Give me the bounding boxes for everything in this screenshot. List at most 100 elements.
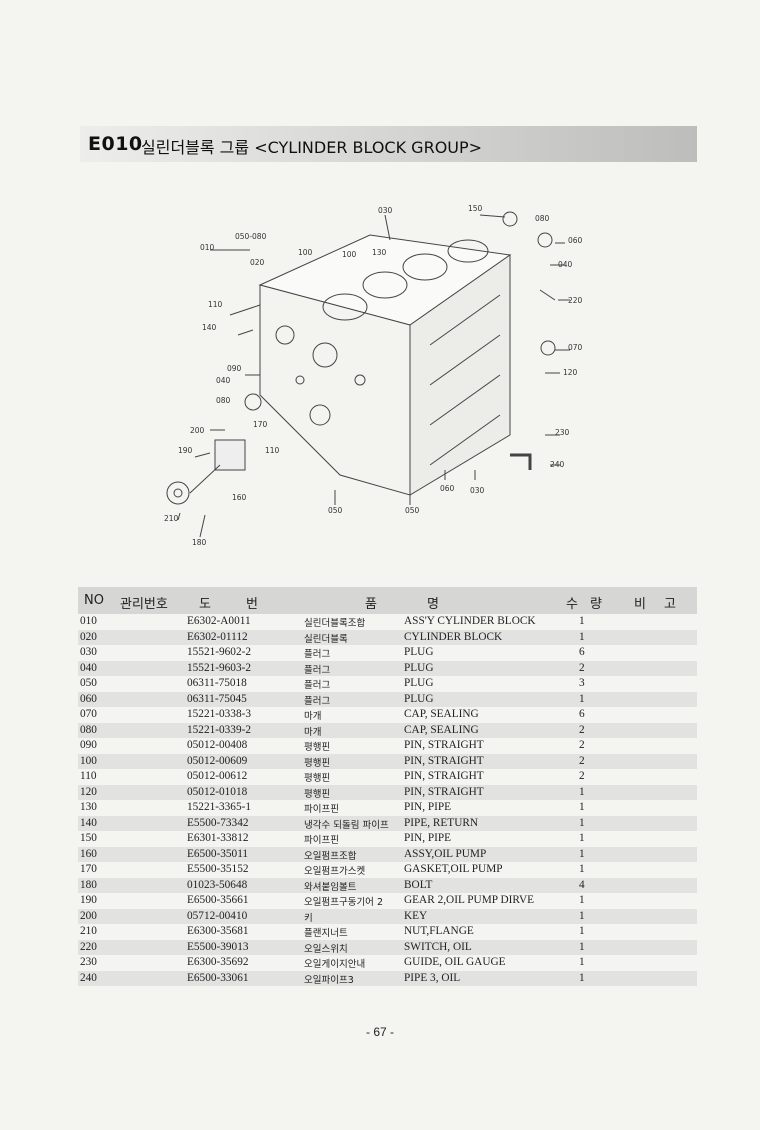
- cell-korean-name: 플랜지너트: [304, 928, 348, 939]
- callout-label: 150: [468, 204, 483, 213]
- callout-label: 080: [216, 396, 231, 405]
- cell-no: 030: [80, 646, 97, 658]
- callout-label: 040: [558, 260, 573, 269]
- cell-part-number: E5500-35152: [187, 863, 249, 875]
- cell-korean-name: 오일파이프3: [304, 974, 354, 986]
- cell-english-name: GUIDE, OIL GAUGE: [404, 956, 506, 968]
- col-qty-2: 량: [590, 597, 602, 612]
- cell-quantity: 2: [579, 661, 585, 674]
- cell-part-number: 05712-00410: [187, 909, 248, 922]
- cell-part-number: E6500-35011: [187, 847, 249, 860]
- cell-part-number: 06311-75018: [187, 677, 247, 689]
- cell-no: 070: [80, 708, 97, 720]
- col-draw-1: 도: [199, 597, 211, 612]
- callout-label: 160: [232, 493, 247, 502]
- cell-korean-name: 실린더블록: [304, 633, 348, 645]
- cell-quantity: 2: [579, 723, 585, 736]
- cell-english-name: PIN, PIPE: [404, 801, 452, 813]
- cell-part-number: 05012-00609: [187, 754, 248, 767]
- cell-no: 160: [80, 847, 97, 860]
- cell-no: 010: [80, 615, 97, 627]
- cell-no: 150: [80, 832, 97, 844]
- cell-no: 050: [80, 677, 97, 689]
- cell-english-name: CAP, SEALING: [404, 723, 479, 736]
- cell-no: 170: [80, 863, 97, 875]
- callout-label: 110: [208, 300, 223, 309]
- cell-part-number: 15221-0339-2: [187, 723, 252, 736]
- cell-english-name: CAP, SEALING: [404, 708, 479, 720]
- cell-no: 220: [80, 940, 97, 953]
- cell-english-name: PLUG: [404, 692, 434, 705]
- page-number: - 67 -: [365, 1025, 394, 1039]
- cell-quantity: 1: [579, 692, 585, 705]
- callout-label: 090: [227, 364, 242, 373]
- callout-label: 210: [164, 514, 179, 523]
- callout-label: 110: [265, 446, 280, 455]
- cell-korean-name: 마개: [304, 726, 322, 738]
- cell-part-number: 15521-9602-2: [187, 646, 252, 658]
- callout-label: 230: [555, 428, 570, 437]
- cell-quantity: 6: [579, 646, 585, 658]
- cell-part-number: E6302-01112: [187, 630, 248, 643]
- cell-english-name: PIN, STRAIGHT: [404, 754, 484, 767]
- section-code: E010: [88, 133, 143, 155]
- cell-quantity: 2: [579, 754, 585, 767]
- cell-part-number: E6300-35692: [187, 956, 249, 968]
- cell-part-number: E5500-73342: [187, 816, 249, 829]
- cell-part-number: 05012-01018: [187, 785, 248, 798]
- callout-label: 050: [328, 506, 343, 515]
- cell-part-number: E6500-33061: [187, 971, 249, 984]
- callout-label: 050: [405, 506, 420, 515]
- title-bar: [80, 126, 697, 162]
- callout-label: 060: [568, 236, 583, 245]
- cell-no: 110: [80, 770, 97, 782]
- section-title: 실린더블록 그룹 <CYLINDER BLOCK GROUP>: [141, 138, 483, 157]
- cell-korean-name: 오일펌프구동기어 2: [304, 897, 383, 908]
- cell-english-name: PIPE, RETURN: [404, 816, 479, 829]
- cell-korean-name: 파이프핀: [304, 835, 339, 846]
- callout-label: 140: [202, 323, 217, 332]
- cell-quantity: 1: [579, 909, 585, 922]
- cell-part-number: 15521-9603-2: [187, 661, 252, 674]
- cell-quantity: 1: [579, 956, 585, 968]
- cell-quantity: 1: [579, 940, 585, 953]
- cell-no: 120: [80, 785, 97, 798]
- col-draw-2: 번: [246, 597, 258, 612]
- cell-english-name: ASSY,OIL PUMP: [404, 847, 487, 860]
- callout-label: 080: [535, 214, 550, 223]
- cell-korean-name: 오일펌프가스켓: [304, 866, 366, 877]
- cell-english-name: GEAR 2,OIL PUMP DIRVE: [404, 894, 535, 906]
- cell-part-number: E5500-39013: [187, 940, 249, 953]
- callout-label: 040: [216, 376, 231, 385]
- cell-english-name: SWITCH, OIL: [404, 940, 472, 953]
- cell-no: 200: [80, 909, 97, 922]
- cell-korean-name: 오일게이지안내: [304, 959, 366, 970]
- callout-label: 060: [440, 484, 455, 493]
- cell-quantity: 1: [579, 816, 585, 829]
- cell-no: 240: [80, 971, 97, 984]
- cell-no: 140: [80, 816, 97, 829]
- col-note-2: 고: [664, 597, 676, 612]
- cell-english-name: NUT,FLANGE: [404, 925, 474, 937]
- callout-label: 070: [568, 343, 583, 352]
- cell-part-number: E6300-35681: [187, 925, 249, 937]
- cell-english-name: GASKET,OIL PUMP: [404, 863, 503, 875]
- col-mgmt: 관리번호: [120, 597, 168, 612]
- cell-part-number: 15221-0338-3: [187, 708, 252, 720]
- callout-label: 220: [568, 296, 583, 305]
- col-name-2: 명: [427, 597, 439, 612]
